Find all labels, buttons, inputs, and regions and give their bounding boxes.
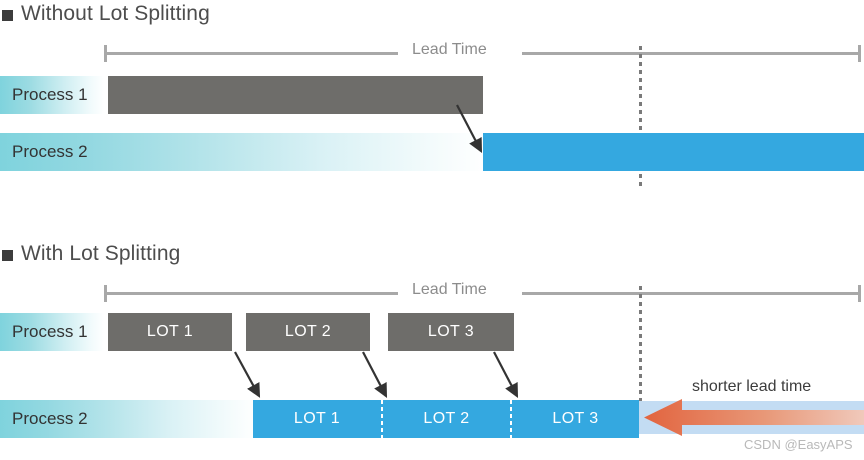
lot-label: LOT 3 bbox=[427, 323, 475, 340]
bullet-square-icon bbox=[2, 249, 13, 261]
handoff-arrow-lot-1 bbox=[234, 351, 261, 398]
now-line-top bbox=[639, 46, 642, 188]
ruler-segment-left bbox=[106, 52, 398, 55]
lot-label: LOT 3 bbox=[552, 410, 599, 427]
lead-time-label-top: Lead Time bbox=[412, 41, 487, 58]
lot-label: LOT 2 bbox=[284, 323, 332, 340]
row-top-process-1: Process 1 bbox=[0, 76, 864, 114]
ruler-cap-right bbox=[858, 285, 861, 302]
bar-top-process-2 bbox=[483, 133, 864, 171]
lot-box-blue-3: LOT 3 bbox=[512, 400, 639, 438]
lot-label: LOT 2 bbox=[423, 410, 470, 427]
row-label-text: Process 2 bbox=[12, 142, 88, 161]
lot-label: LOT 1 bbox=[293, 410, 341, 427]
row-label-text: Process 1 bbox=[12, 85, 88, 104]
row-label-top-process-2: Process 2 bbox=[0, 133, 486, 171]
section-title-text: Without Lot Splitting bbox=[21, 2, 210, 25]
lead-time-label-bottom: Lead Time bbox=[412, 281, 487, 298]
lot-divider-1 bbox=[381, 400, 383, 438]
lead-time-ruler-bottom: Lead Time bbox=[0, 281, 864, 304]
shorter-lead-time-label: shorter lead time bbox=[692, 378, 812, 395]
watermark-text: CSDN @EasyAPS bbox=[744, 437, 853, 452]
handoff-arrow-lot-3 bbox=[493, 351, 519, 398]
lot-box-gray-2: LOT 2 bbox=[246, 313, 370, 351]
section-title-without-lot-splitting: Without Lot Splitting bbox=[2, 2, 210, 26]
row-top-process-2: Process 2 bbox=[0, 133, 864, 171]
lot-box-gray-1: LOT 1 bbox=[108, 313, 232, 351]
section-title-text: With Lot Splitting bbox=[21, 242, 181, 265]
bullet-square-icon bbox=[2, 9, 13, 21]
lot-box-gray-3: LOT 3 bbox=[388, 313, 514, 351]
ruler-cap-left bbox=[104, 285, 107, 302]
lead-time-ruler-top: Lead Time bbox=[0, 41, 864, 64]
ruler-cap-right bbox=[858, 45, 861, 62]
lot-label: LOT 1 bbox=[146, 323, 194, 340]
handoff-arrow-lot-2 bbox=[362, 351, 388, 398]
lot-divider-2 bbox=[510, 400, 512, 438]
lot-box-blue-2: LOT 2 bbox=[383, 400, 510, 438]
ruler-segment-right bbox=[522, 52, 858, 55]
bar-top-process-1 bbox=[108, 76, 483, 114]
row-label-top-process-1: Process 1 bbox=[0, 76, 104, 114]
ruler-cap-left bbox=[104, 45, 107, 62]
row-bottom-process-2: Process 2 LOT 1 LOT 2 LOT 3 bbox=[0, 400, 864, 438]
row-label-bottom-process-1: Process 1 bbox=[0, 313, 104, 351]
row-label-text: Process 1 bbox=[12, 322, 88, 341]
row-label-text: Process 2 bbox=[12, 409, 88, 428]
row-label-bottom-process-2: Process 2 bbox=[0, 400, 256, 438]
row-bottom-process-1: Process 1 LOT 1 LOT 2 LOT 3 bbox=[0, 313, 864, 351]
now-line-bottom bbox=[639, 286, 642, 438]
lot-box-blue-1: LOT 1 bbox=[253, 400, 381, 438]
ruler-segment-left bbox=[106, 292, 398, 295]
section-title-with-lot-splitting: With Lot Splitting bbox=[2, 242, 180, 266]
ruler-segment-right bbox=[522, 292, 858, 295]
